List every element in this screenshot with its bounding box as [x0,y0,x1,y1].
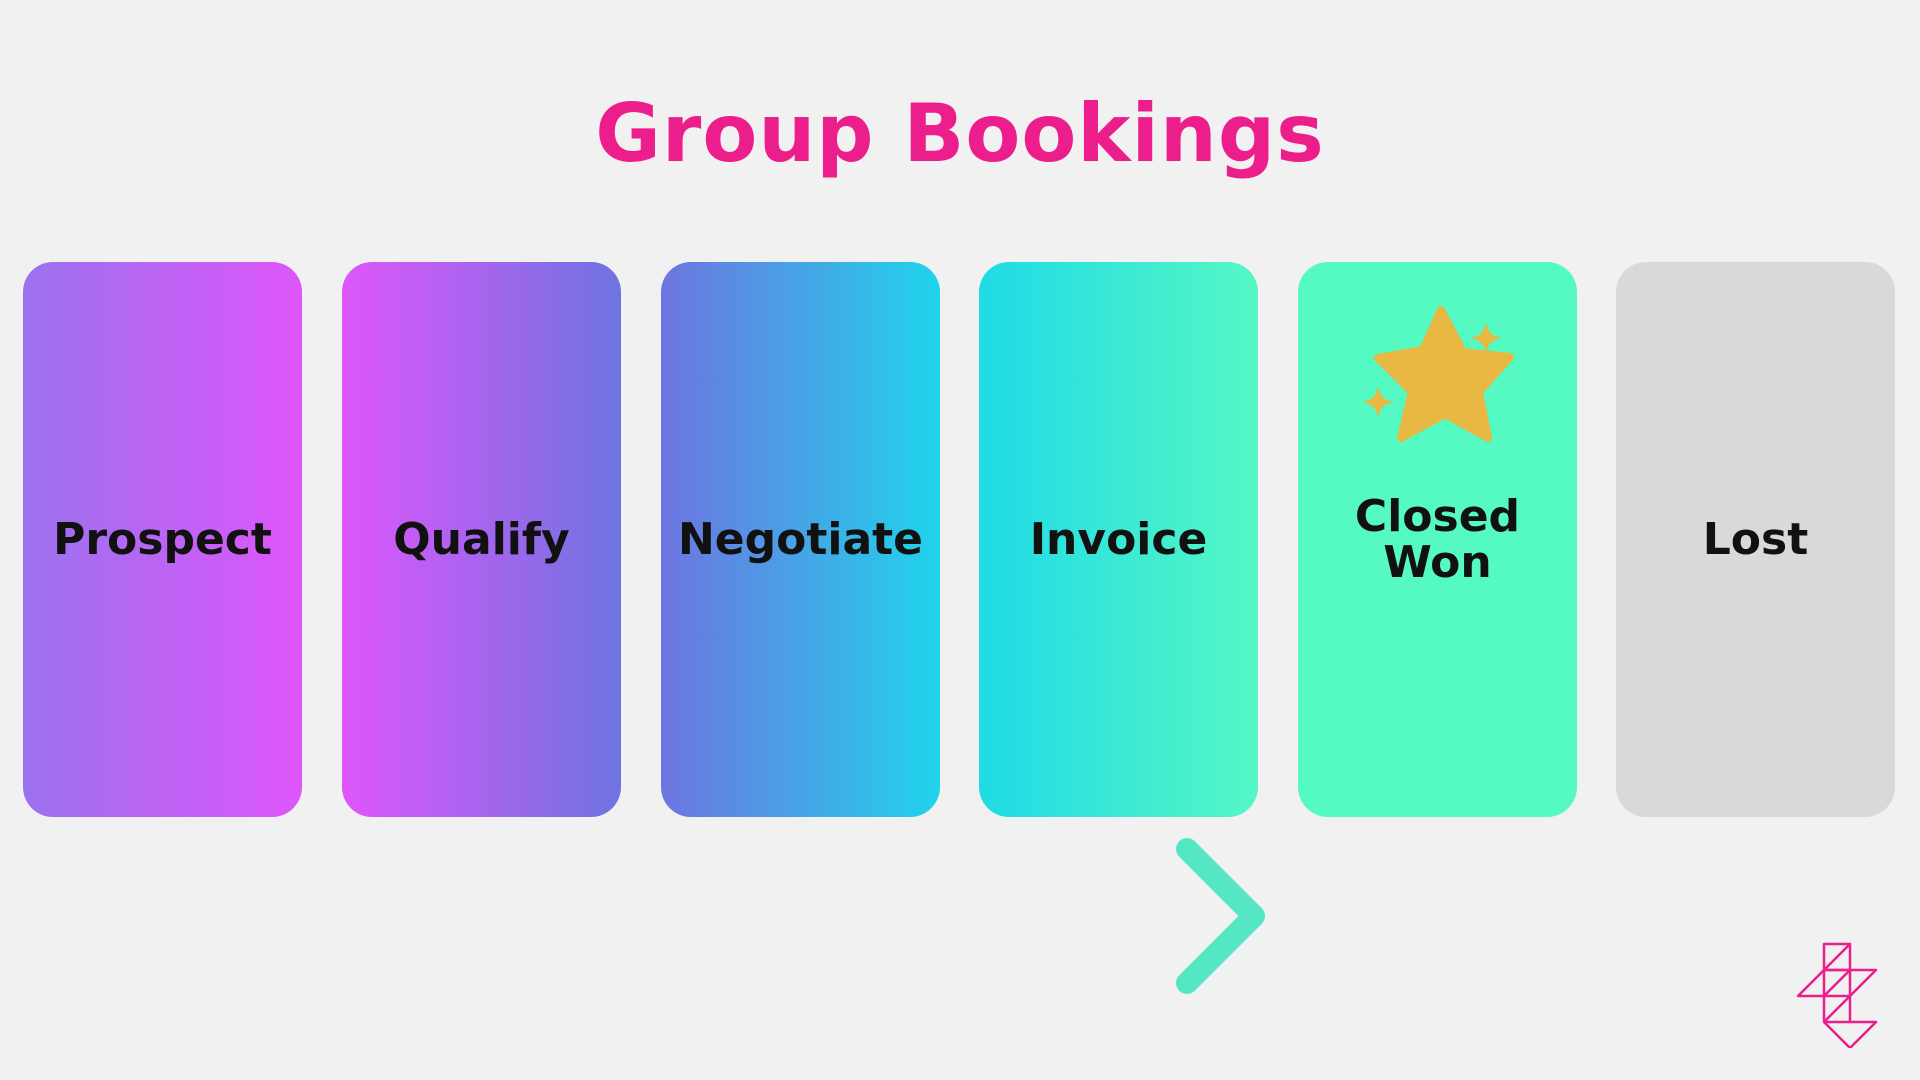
page-title: Group Bookings [595,87,1325,180]
stage-label-negotiate: Negotiate [677,513,924,565]
stage-label-qualify: Qualify [393,513,570,565]
stage-label-prospect: Prospect [53,513,272,565]
stage-card-invoice: Invoice [979,262,1258,817]
stage-card-lost: Lost [1616,262,1895,817]
stage-label-invoice: Invoice [1029,513,1208,565]
stage-card-negotiate: Negotiate [661,262,940,817]
stage-card-qualify: Qualify [342,262,621,817]
stage-label-lost: Lost [1702,513,1809,565]
stage-card-prospect: Prospect [23,262,302,817]
right-arrow-icon [651,838,1269,994]
star-icon [1363,306,1514,442]
geometric-logo-icon [1796,942,1878,1048]
stage-label-closed-won: Closed Won [1354,490,1521,588]
stage-card-closed-won: Closed Won [1298,262,1577,817]
